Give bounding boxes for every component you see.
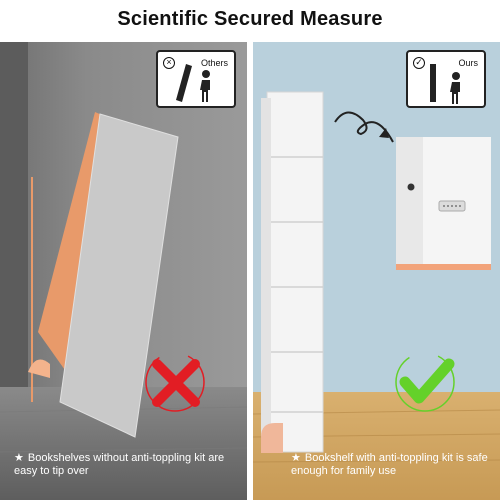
others-caption-text: Bookshelves without anti-toppling kit ar…: [14, 452, 225, 477]
anti-toppling-kit-detail: [396, 137, 491, 270]
standing-shelf: [261, 91, 324, 453]
others-badge: × Others: [156, 50, 236, 108]
check-mark-icon: ✓: [413, 57, 425, 69]
child-upright-shelf-icon: [430, 64, 460, 104]
ours-badge: ✓ Ours: [406, 50, 486, 108]
ours-caption: ★Bookshelf with anti-toppling kit is saf…: [291, 452, 491, 478]
page-title: Scientific Secured Measure: [117, 7, 383, 30]
others-scene: [0, 42, 247, 500]
ours-caption-text: Bookshelf with anti-toppling kit is safe…: [291, 452, 488, 477]
star-icon: ★: [291, 452, 301, 464]
close-icon: ×: [163, 57, 175, 69]
check-icon: [395, 352, 455, 412]
others-panel: × Others ★Bookshelves without anti-toppl…: [0, 42, 247, 500]
ours-badge-label: Ours: [458, 58, 478, 68]
ours-scene: [253, 42, 500, 500]
others-badge-label: Others: [200, 58, 228, 68]
tipping-shelf: [28, 112, 179, 438]
ours-panel: ✓ Ours ★Bookshelf with anti-toppling kit…: [253, 42, 500, 500]
others-caption: ★Bookshelves without anti-toppling kit a…: [14, 452, 234, 478]
star-icon: ★: [14, 452, 24, 464]
child-tipping-shelf-icon: [176, 64, 210, 102]
cross-icon: [145, 352, 205, 412]
curved-arrow-icon: [334, 111, 394, 143]
